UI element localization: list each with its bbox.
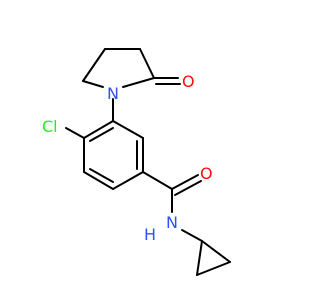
atom-chlorine: Cl bbox=[42, 117, 58, 136]
cyclopropyl-ring bbox=[196, 240, 231, 276]
bond-cp-1-2 bbox=[196, 240, 203, 276]
background bbox=[0, 0, 300, 300]
bond-aryl-carbonyl bbox=[142, 171, 173, 190]
benzene-ring bbox=[83, 120, 144, 190]
molecule-canvas: O N Cl O N H bbox=[0, 0, 300, 300]
atom-nitrogen-amide: N bbox=[166, 213, 178, 232]
bond-amide-co-upper bbox=[171, 174, 199, 190]
atom-hydrogen-amide: H bbox=[144, 225, 156, 244]
bond-ring-c4-c5 bbox=[82, 48, 106, 82]
bond-cp-3-1 bbox=[201, 240, 231, 263]
bond-aryl-cl bbox=[65, 127, 85, 139]
bond-ar-1-2 bbox=[112, 120, 144, 139]
bond-ar-6-1 bbox=[83, 120, 114, 139]
bond-amide-co-lower bbox=[174, 180, 202, 196]
bond-ring-c3-c2 bbox=[139, 48, 155, 79]
pyrrolidinone-ring bbox=[82, 48, 181, 88]
bond-cp-2-3 bbox=[196, 261, 231, 276]
bond-n-cyclopropyl bbox=[181, 229, 203, 242]
atom-oxygen-lactam: O bbox=[182, 72, 195, 91]
atom-oxygen-amide: O bbox=[200, 164, 213, 183]
bond-ar-3-4 bbox=[112, 171, 144, 190]
bond-ring-c5-n bbox=[82, 80, 104, 88]
bond-ar-6-1-inner bbox=[89, 127, 114, 142]
atom-nitrogen-ring: N bbox=[107, 84, 119, 103]
amide-bonds bbox=[142, 171, 203, 242]
bond-ar-4-5-inner bbox=[89, 168, 114, 183]
molecule-structure: O N Cl O N H bbox=[0, 0, 300, 300]
chloro-bond bbox=[65, 127, 85, 139]
bond-ar-4-5 bbox=[83, 171, 114, 190]
bond-ring-n-c2 bbox=[122, 77, 155, 88]
